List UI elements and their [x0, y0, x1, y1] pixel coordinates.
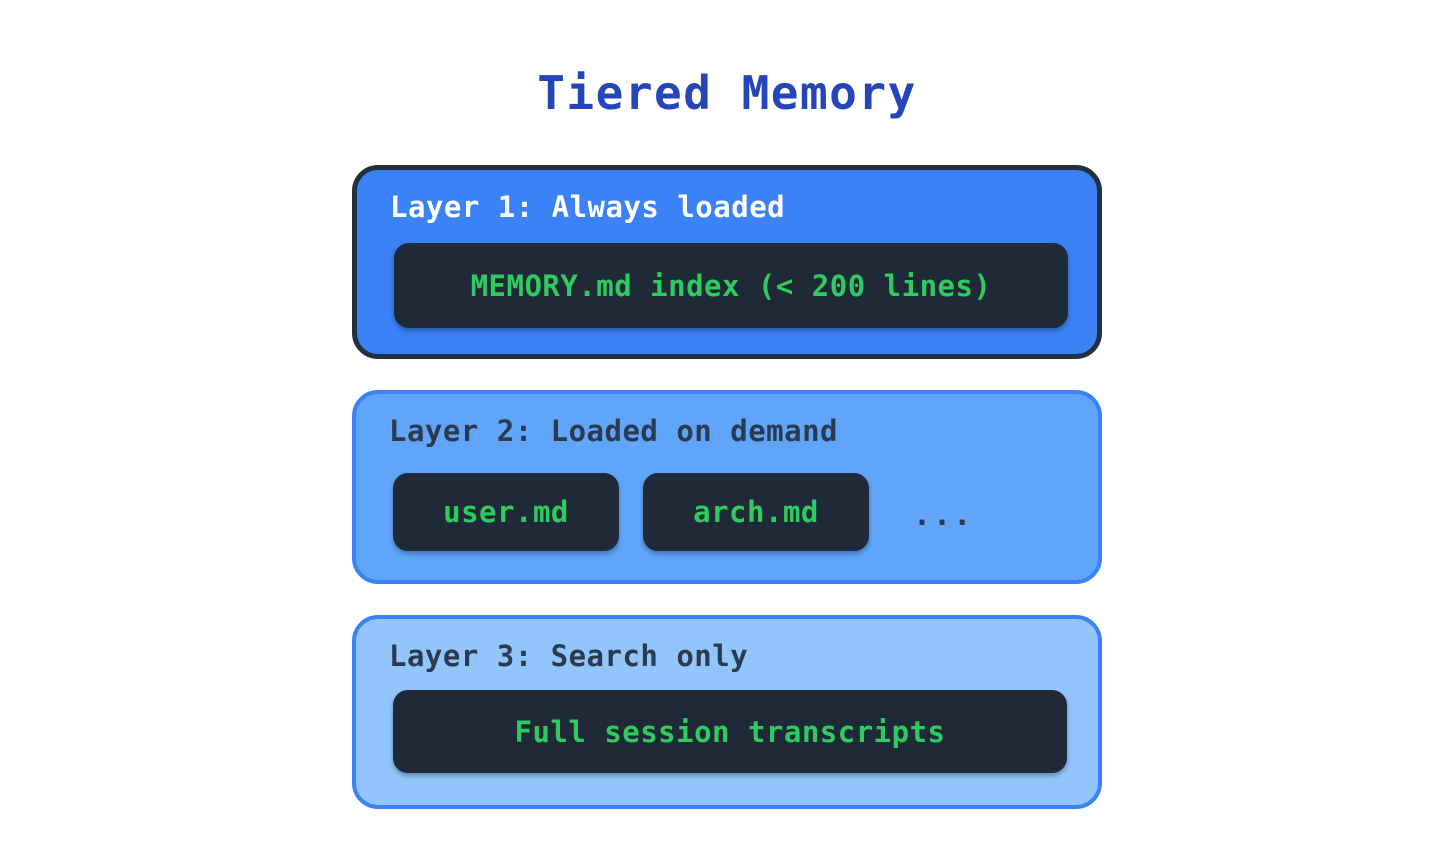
layer-card-3: Layer 3: Search only Full session transc…: [352, 615, 1102, 809]
layer-2-item-arch-md: arch.md: [643, 473, 869, 551]
layer-1-item-label: MEMORY.md index (< 200 lines): [470, 268, 992, 303]
layer-1-label: Layer 1: Always loaded: [390, 190, 786, 224]
page-title: Tiered Memory: [537, 66, 917, 120]
layer-card-1: Layer 1: Always loaded MEMORY.md index (…: [352, 165, 1102, 359]
layer-1-item-memory-index: MEMORY.md index (< 200 lines): [394, 243, 1068, 328]
layer-3-item-transcripts: Full session transcripts: [393, 690, 1067, 773]
layer-card-2: Layer 2: Loaded on demand user.md arch.m…: [352, 390, 1102, 584]
layer-2-item-1-label: user.md: [443, 495, 569, 529]
layer-2-item-user-md: user.md: [393, 473, 619, 551]
layer-3-label: Layer 3: Search only: [389, 639, 749, 673]
layer-3-item-label: Full session transcripts: [514, 714, 946, 749]
layer-2-label: Layer 2: Loaded on demand: [389, 414, 838, 448]
layer-2-overflow-ellipsis: ...: [913, 498, 974, 533]
layer-2-item-2-label: arch.md: [693, 495, 819, 529]
